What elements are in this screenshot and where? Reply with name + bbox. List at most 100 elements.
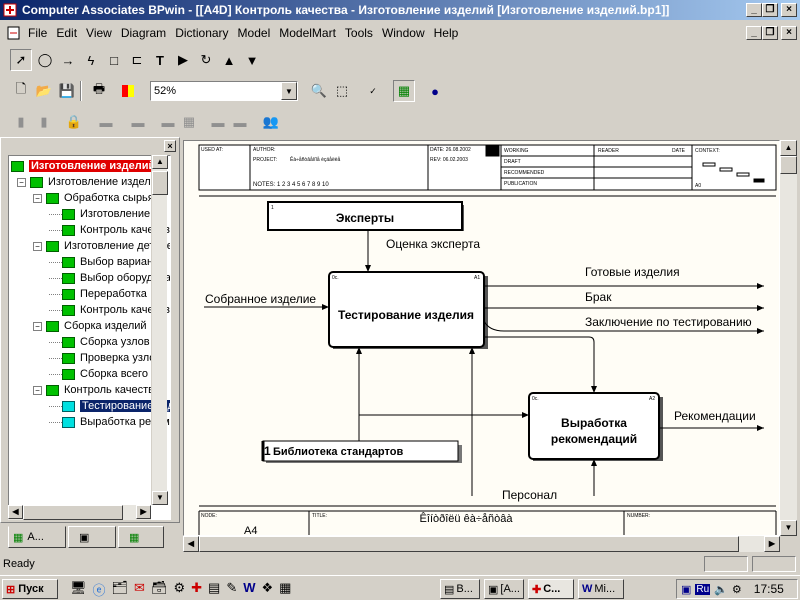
spellcheck-icon[interactable]: ✓ — [369, 85, 377, 96]
pointer-tool-icon[interactable]: ➚ — [10, 49, 32, 71]
save-icon[interactable]: 💾 — [58, 83, 76, 98]
language-indicator[interactable]: Ru — [695, 583, 711, 595]
mm-library-icon[interactable]: ▬ — [233, 114, 247, 130]
tree-item[interactable]: Сборка узлов — [49, 334, 150, 350]
mm-merge-icon[interactable]: ▬ — [161, 114, 175, 130]
app2-icon[interactable]: ⚙ — [173, 580, 186, 595]
down-tool-icon[interactable]: ▼ — [245, 52, 259, 68]
mm-grid-icon[interactable]: ▦ — [182, 114, 196, 129]
expand-toggle-icon[interactable]: − — [17, 177, 26, 187]
menu-view[interactable]: View — [86, 26, 112, 40]
scroll-thumb[interactable] — [152, 171, 168, 195]
tree-item[interactable]: −Сборка изделий — [33, 318, 147, 334]
tree-item[interactable]: Контроль качества — [49, 222, 170, 238]
zoom-dropdown-icon[interactable]: ▼ — [281, 82, 297, 100]
word-icon[interactable]: W — [243, 580, 256, 595]
squiggle-tool-icon[interactable]: ϟ — [87, 52, 95, 68]
modelmart-icon[interactable]: ● — [431, 83, 439, 99]
bpwin-app-icon[interactable] — [3, 3, 17, 17]
tree-item[interactable]: Тестирование изделия — [49, 398, 170, 414]
app6-icon[interactable]: ▦ — [279, 580, 292, 595]
document-icon[interactable] — [6, 25, 22, 41]
task-item-2[interactable]: ▣[A... — [484, 579, 524, 599]
box-tool-icon[interactable]: ◯ — [37, 52, 53, 67]
arrow-tool-icon[interactable]: → — [61, 52, 75, 68]
tree-vscroll[interactable]: ▲ ▼ — [151, 155, 168, 505]
tree-item[interactable]: Проверка узлов — [49, 350, 161, 366]
menu-model[interactable]: Model — [237, 26, 271, 40]
canvas-scroll-up-icon[interactable]: ▲ — [780, 140, 797, 156]
new-file-icon[interactable]: 🗋 — [15, 81, 27, 96]
app4-icon[interactable]: ✎ — [226, 580, 238, 595]
scroll-left-icon[interactable]: ◀ — [8, 505, 23, 519]
lock-icon[interactable]: 🔒 — [65, 114, 83, 129]
app1-icon[interactable]: 🗃 — [150, 580, 168, 595]
app3-icon[interactable]: ▤ — [208, 580, 221, 595]
ie-icon[interactable]: ⓔ — [92, 583, 106, 598]
tree-item[interactable]: Выработка рекомендаций — [49, 414, 170, 430]
pane-close-button[interactable]: × — [164, 140, 176, 152]
diagram-canvas[interactable]: USED AT: AUTHOR: PROJECT: Êà÷åñòâåííîå è… — [183, 140, 780, 536]
doc-restore-button[interactable]: ❐ — [762, 26, 778, 40]
tree-item[interactable]: −Контроль качества — [33, 382, 160, 398]
bpwin-icon[interactable]: ✚ — [191, 580, 203, 595]
expand-toggle-icon[interactable]: − — [33, 193, 42, 203]
offpage-tool-icon[interactable]: ⊏ — [131, 52, 143, 67]
tree-item[interactable]: Выбор оборудования — [49, 270, 170, 286]
mm-save-icon[interactable]: ▬ — [131, 114, 145, 130]
tree-item[interactable]: Переработка — [49, 286, 147, 302]
tree-item[interactable]: Контроль качества — [49, 302, 170, 318]
experts-box[interactable] — [267, 201, 463, 231]
canvas-hscroll-thumb[interactable] — [199, 536, 739, 552]
maximize-button[interactable]: ❐ — [762, 3, 778, 17]
canvas-hscroll[interactable]: ◀ ▶ — [183, 536, 780, 552]
doc-close-button[interactable]: × — [781, 26, 797, 40]
scroll-down-icon[interactable]: ▼ — [152, 491, 168, 505]
menu-tools[interactable]: Tools — [344, 26, 373, 40]
menu-help[interactable]: Help — [433, 26, 459, 40]
mm-security-icon[interactable]: ▬ — [211, 114, 225, 130]
tree-hscroll[interactable]: ◀ ▶ — [8, 505, 151, 520]
tree-item[interactable]: Изготовление — [49, 206, 150, 222]
zoom-in-icon[interactable]: 🔍 — [310, 83, 328, 98]
menu-modelmart[interactable]: ModelMart — [279, 26, 336, 40]
text-tool-icon[interactable]: T — [156, 52, 164, 68]
menu-dictionary[interactable]: Dictionary — [175, 26, 229, 40]
outlook-icon[interactable]: ✉ — [134, 580, 145, 595]
app5-icon[interactable]: ❖ — [261, 580, 274, 595]
tree-root[interactable]: Изготовление изделий — [11, 158, 170, 174]
tree-item[interactable]: −Обработка сырья — [33, 190, 154, 206]
mm-disconnect-icon[interactable]: ▮ — [40, 114, 48, 129]
canvas-scroll-down-icon[interactable]: ▼ — [780, 520, 797, 536]
task-item-1[interactable]: ▤B... — [440, 579, 480, 599]
tree-item[interactable]: −Изготовление деталей — [33, 238, 170, 254]
mm-connect-icon[interactable]: ▮ — [17, 114, 25, 129]
menu-file[interactable]: File — [28, 26, 48, 40]
canvas-scroll-left-icon[interactable]: ◀ — [183, 536, 199, 552]
network-icon[interactable]: ▣ — [681, 583, 692, 596]
color-icon[interactable] — [117, 80, 139, 102]
rotate-tool-icon[interactable]: ↻ — [200, 52, 212, 67]
tab-objects[interactable]: ▦ — [118, 526, 164, 548]
tab-diagrams[interactable]: ▣ — [68, 526, 116, 548]
play-tool-icon[interactable]: ▶ — [178, 52, 188, 67]
explorer-icon[interactable]: 🗂 — [111, 580, 129, 595]
start-button[interactable]: ⊞Пуск — [2, 579, 58, 599]
mm-open-icon[interactable]: ▬ — [99, 114, 113, 130]
menu-window[interactable]: Window — [381, 26, 425, 40]
print-icon[interactable]: 🖶 — [92, 81, 106, 96]
square-tool-icon[interactable]: □ — [110, 52, 118, 68]
zoom-select[interactable]: 52% ▼ — [150, 81, 298, 101]
scroll-up-icon[interactable]: ▲ — [152, 155, 168, 169]
tab-activities[interactable]: ▦A... — [8, 526, 66, 548]
expand-toggle-icon[interactable]: − — [33, 321, 42, 331]
canvas-vscroll[interactable]: ▲ ▼ — [780, 140, 797, 536]
model-explorer-icon[interactable]: ▦ — [393, 80, 415, 102]
expand-toggle-icon[interactable]: − — [33, 241, 42, 251]
volume-icon[interactable]: 🔈 — [714, 583, 728, 596]
canvas-vscroll-thumb[interactable] — [780, 156, 797, 174]
test-box[interactable] — [328, 271, 485, 348]
mm-users-icon[interactable]: 👥 — [262, 114, 280, 129]
tray-icon[interactable]: ⚙ — [731, 583, 742, 596]
